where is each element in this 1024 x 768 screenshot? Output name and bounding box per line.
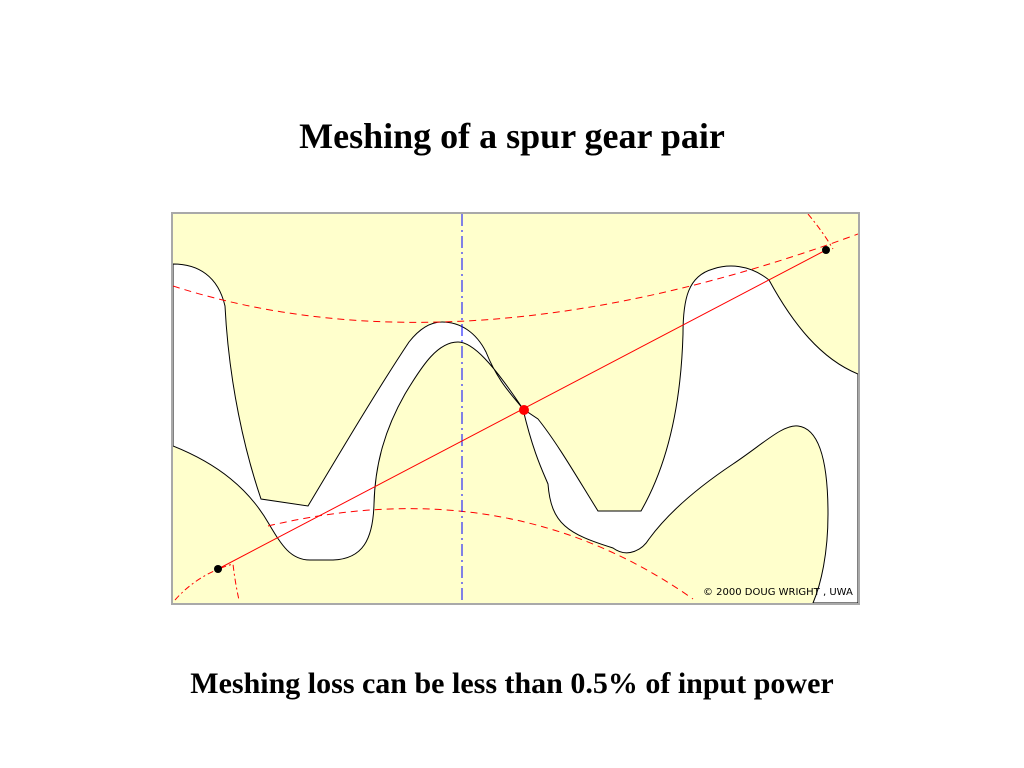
addendum-arc-top-right	[807, 214, 834, 250]
pitch-point	[519, 405, 529, 415]
gear-mesh-figure: © 2000 DOUG WRIGHT , UWA	[171, 212, 860, 605]
addendum-arc-bottom-left	[174, 563, 240, 601]
pitch-circle-upper	[173, 233, 858, 323]
contact-point-end	[822, 246, 830, 254]
gear-mesh-drawing: © 2000 DOUG WRIGHT , UWA	[173, 214, 858, 603]
slide-title: Meshing of a spur gear pair	[299, 116, 725, 156]
pitch-circle-lower	[267, 508, 694, 600]
gap-region-right	[522, 265, 858, 603]
copyright-notice: © 2000 DOUG WRIGHT , UWA	[703, 587, 853, 598]
contact-point-start	[214, 565, 222, 573]
slide-caption: Meshing loss can be less than 0.5% of in…	[190, 667, 834, 700]
